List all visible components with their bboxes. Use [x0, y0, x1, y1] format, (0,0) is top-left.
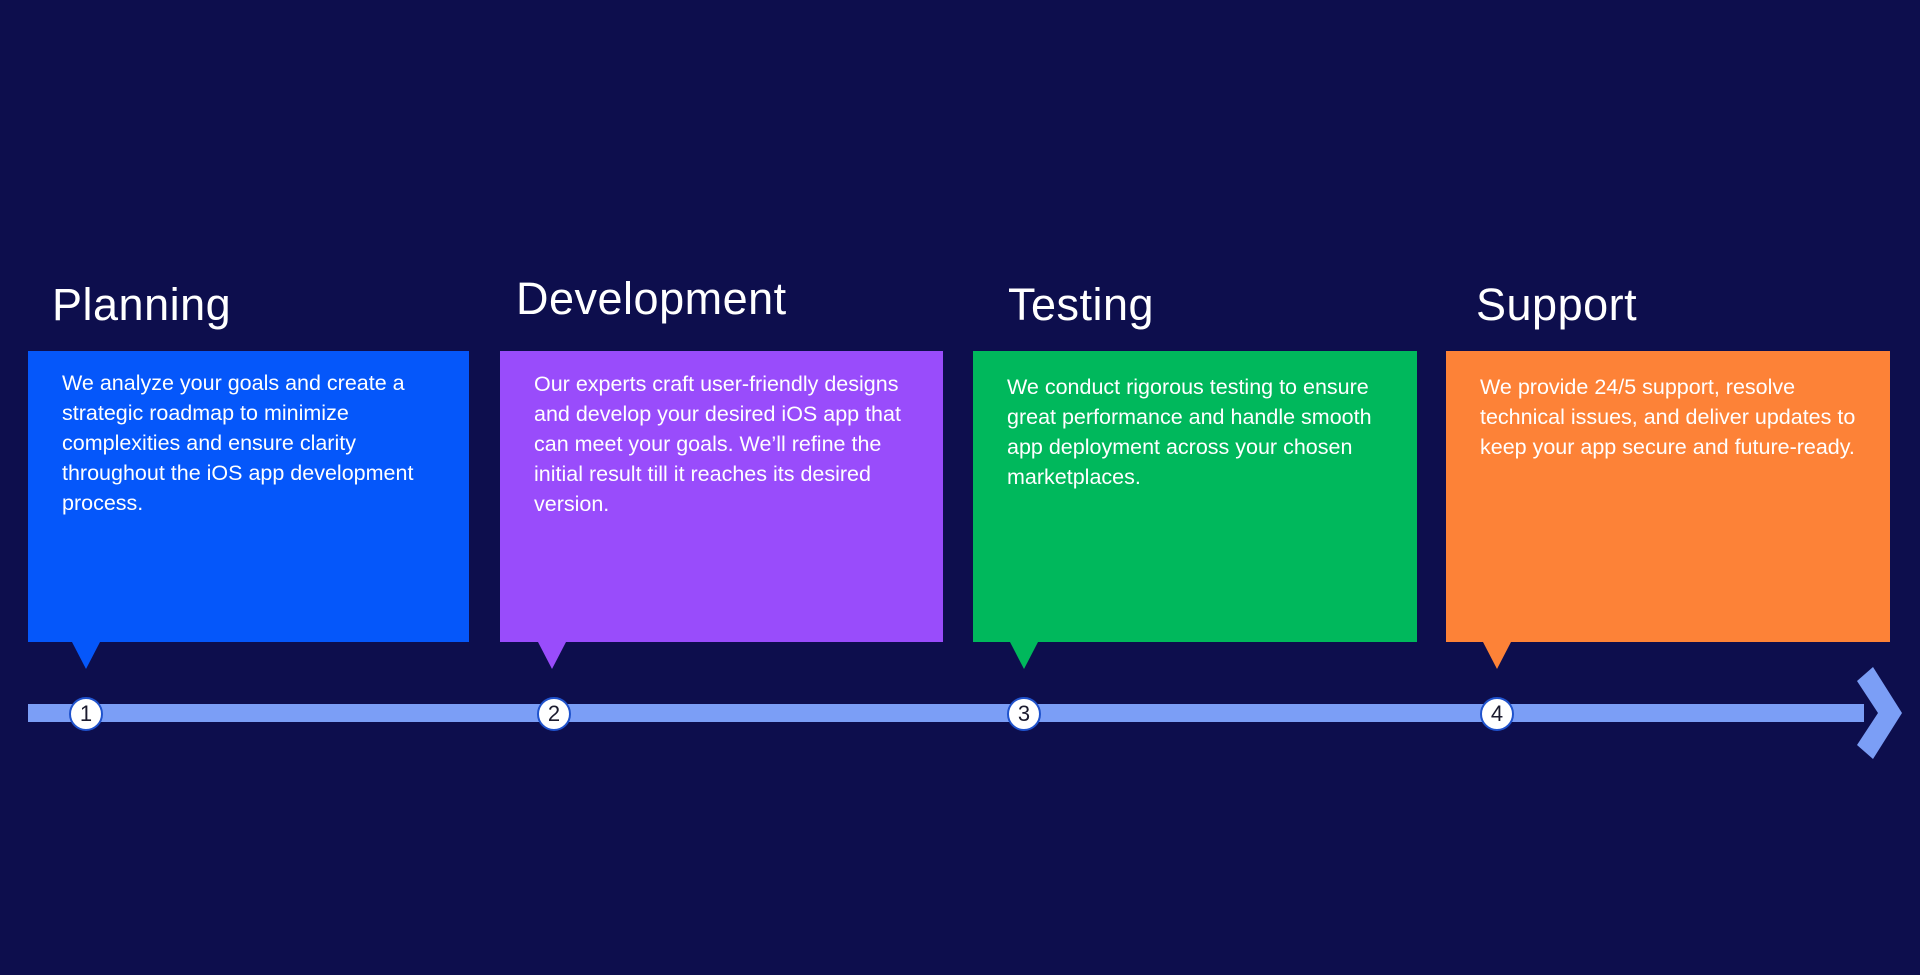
- card-pointer: [72, 642, 100, 669]
- stage-card-planning: We analyze your goals and create a strat…: [28, 351, 469, 642]
- stage-title-development: Development: [516, 273, 787, 324]
- card-pointer: [1010, 642, 1038, 669]
- stage-card-testing: We conduct rigorous testing to ensure gr…: [973, 351, 1417, 642]
- stage-title-support: Support: [1476, 279, 1638, 330]
- stage-title-planning: Planning: [52, 279, 232, 330]
- step-number-badge: 4: [1480, 697, 1514, 731]
- stage-description: We conduct rigorous testing to ensure gr…: [1007, 375, 1372, 489]
- step-number-badge: 3: [1007, 697, 1041, 731]
- stage-description: Our experts craft user-friendly designs …: [534, 372, 901, 516]
- card-pointer: [1483, 642, 1511, 669]
- arrow-head-icon: [1857, 667, 1902, 759]
- stage-description: We analyze your goals and create a strat…: [62, 371, 414, 515]
- stage-card-development: Our experts craft user-friendly designs …: [500, 351, 943, 642]
- stage-title-testing: Testing: [1008, 279, 1155, 330]
- card-pointer: [538, 642, 566, 669]
- stage-card-support: We provide 24/5 support, resolve technic…: [1446, 351, 1890, 642]
- step-number-badge: 2: [537, 697, 571, 731]
- timeline-line: [28, 704, 1864, 722]
- stage-description: We provide 24/5 support, resolve technic…: [1480, 375, 1856, 459]
- step-number-badge: 1: [69, 697, 103, 731]
- timeline-arrow: [28, 667, 1902, 759]
